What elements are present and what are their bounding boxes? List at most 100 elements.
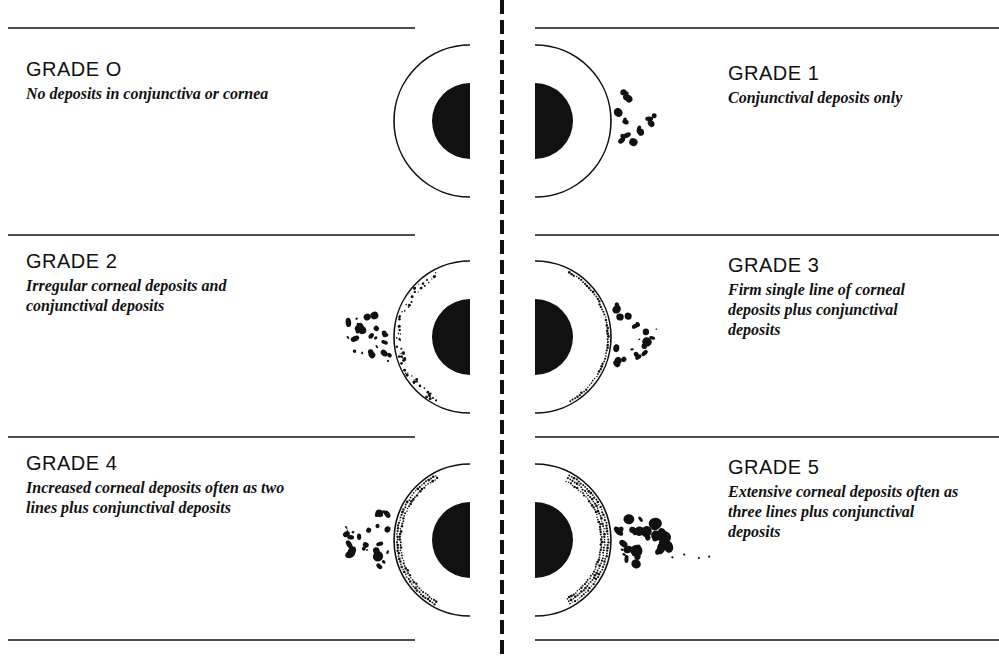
corneal-deposit [599, 571, 601, 573]
corneal-deposit [424, 597, 426, 599]
pupil [535, 299, 573, 375]
corneal-deposit [598, 564, 601, 567]
corneal-deposit [599, 554, 601, 556]
corneal-deposit [604, 558, 606, 560]
corneal-deposit [420, 594, 422, 596]
corneal-deposit [600, 531, 602, 533]
conjunctival-deposit [671, 556, 673, 558]
corneal-deposit [416, 494, 418, 496]
corneal-deposit [396, 533, 398, 535]
corneal-deposit [401, 557, 403, 559]
corneal-deposit [604, 519, 606, 521]
corneal-deposit [604, 539, 606, 541]
corneal-deposit [606, 346, 609, 349]
corneal-deposit [603, 541, 605, 543]
corneal-deposit [578, 277, 580, 279]
corneal-deposit [598, 567, 600, 569]
corneal-deposit [584, 490, 586, 492]
corneal-deposit [396, 549, 398, 551]
conjunctival-deposit [355, 317, 358, 320]
corneal-deposit [590, 575, 592, 577]
conjunctival-deposit [347, 535, 354, 540]
corneal-deposit [401, 552, 403, 554]
conjunctival-deposit [365, 527, 372, 534]
corneal-deposit [586, 285, 589, 288]
corneal-deposit [606, 555, 608, 557]
corneal-deposit [606, 344, 609, 347]
corneal-deposit [422, 282, 425, 285]
corneal-deposit [606, 332, 609, 335]
corneal-deposit [585, 389, 587, 391]
conjunctival-deposit [367, 332, 375, 340]
corneal-deposit [402, 517, 404, 519]
corneal-deposit [407, 572, 409, 574]
corneal-deposit [590, 492, 593, 495]
corneal-deposit [599, 506, 601, 508]
corneal-deposit [418, 587, 420, 589]
corneal-deposit [596, 376, 598, 378]
corneal-deposit [591, 585, 592, 586]
corneal-deposit [400, 546, 403, 549]
corneal-deposit [600, 543, 603, 546]
corneal-deposit [399, 560, 402, 563]
conjunctival-deposit [650, 521, 660, 531]
corneal-deposit [579, 597, 580, 598]
corneal-deposit [430, 482, 432, 484]
corneal-deposit [434, 275, 436, 277]
corneal-deposit [580, 486, 582, 488]
corneal-deposit [418, 291, 419, 292]
corneal-deposit [607, 341, 609, 343]
corneal-deposit [404, 512, 406, 514]
corneal-deposit [404, 565, 406, 567]
corneal-deposit [592, 494, 594, 496]
corneal-deposit [594, 509, 596, 511]
eye-outline [394, 261, 470, 413]
eye-outline [535, 45, 611, 197]
conjunctival-deposit [708, 556, 710, 558]
corneal-deposit [582, 281, 584, 283]
corneal-deposit [594, 503, 596, 505]
corneal-deposit [425, 485, 426, 486]
conjunctival-deposit [636, 125, 642, 134]
corneal-deposit [577, 590, 579, 592]
corneal-deposit [576, 276, 578, 278]
corneal-deposit [399, 329, 401, 331]
corneal-deposit [405, 574, 407, 576]
corneal-deposit [596, 501, 599, 504]
corneal-deposit [606, 322, 608, 324]
corneal-deposit [436, 477, 438, 479]
corneal-deposit [412, 585, 414, 587]
corneal-deposit [572, 399, 574, 401]
conjunctival-deposit [380, 555, 383, 559]
corneal-deposit [399, 520, 400, 521]
grade-description: Irregular corneal deposits and conjuncti… [26, 276, 258, 316]
corneal-deposit [585, 581, 587, 583]
corneal-deposit [579, 485, 581, 487]
conjunctival-deposit [379, 348, 388, 357]
corneal-deposit [396, 346, 398, 348]
corneal-deposit [580, 590, 583, 593]
corneal-deposit [585, 591, 587, 593]
corneal-deposit [603, 528, 604, 529]
corneal-deposit [598, 512, 600, 514]
corneal-deposit [408, 499, 410, 501]
conjunctival-deposit [619, 529, 622, 531]
corneal-deposit [413, 581, 416, 584]
corneal-deposit [592, 573, 594, 575]
corneal-deposit [601, 569, 603, 571]
corneal-deposit [574, 600, 576, 602]
pupil [432, 299, 470, 375]
corneal-deposit [597, 570, 599, 572]
corneal-deposit [405, 372, 407, 374]
corneal-deposit [570, 482, 572, 484]
corneal-deposit [426, 279, 428, 281]
corneal-deposit [420, 287, 423, 290]
conjunctival-deposit [381, 559, 386, 564]
grade-heading: GRADE 2 [26, 250, 117, 273]
corneal-deposit [398, 538, 401, 541]
corneal-deposit [396, 536, 398, 538]
corneal-deposit [601, 511, 603, 513]
corneal-deposit [404, 567, 407, 570]
corneal-deposit [584, 283, 586, 285]
corneal-deposit [435, 399, 437, 401]
